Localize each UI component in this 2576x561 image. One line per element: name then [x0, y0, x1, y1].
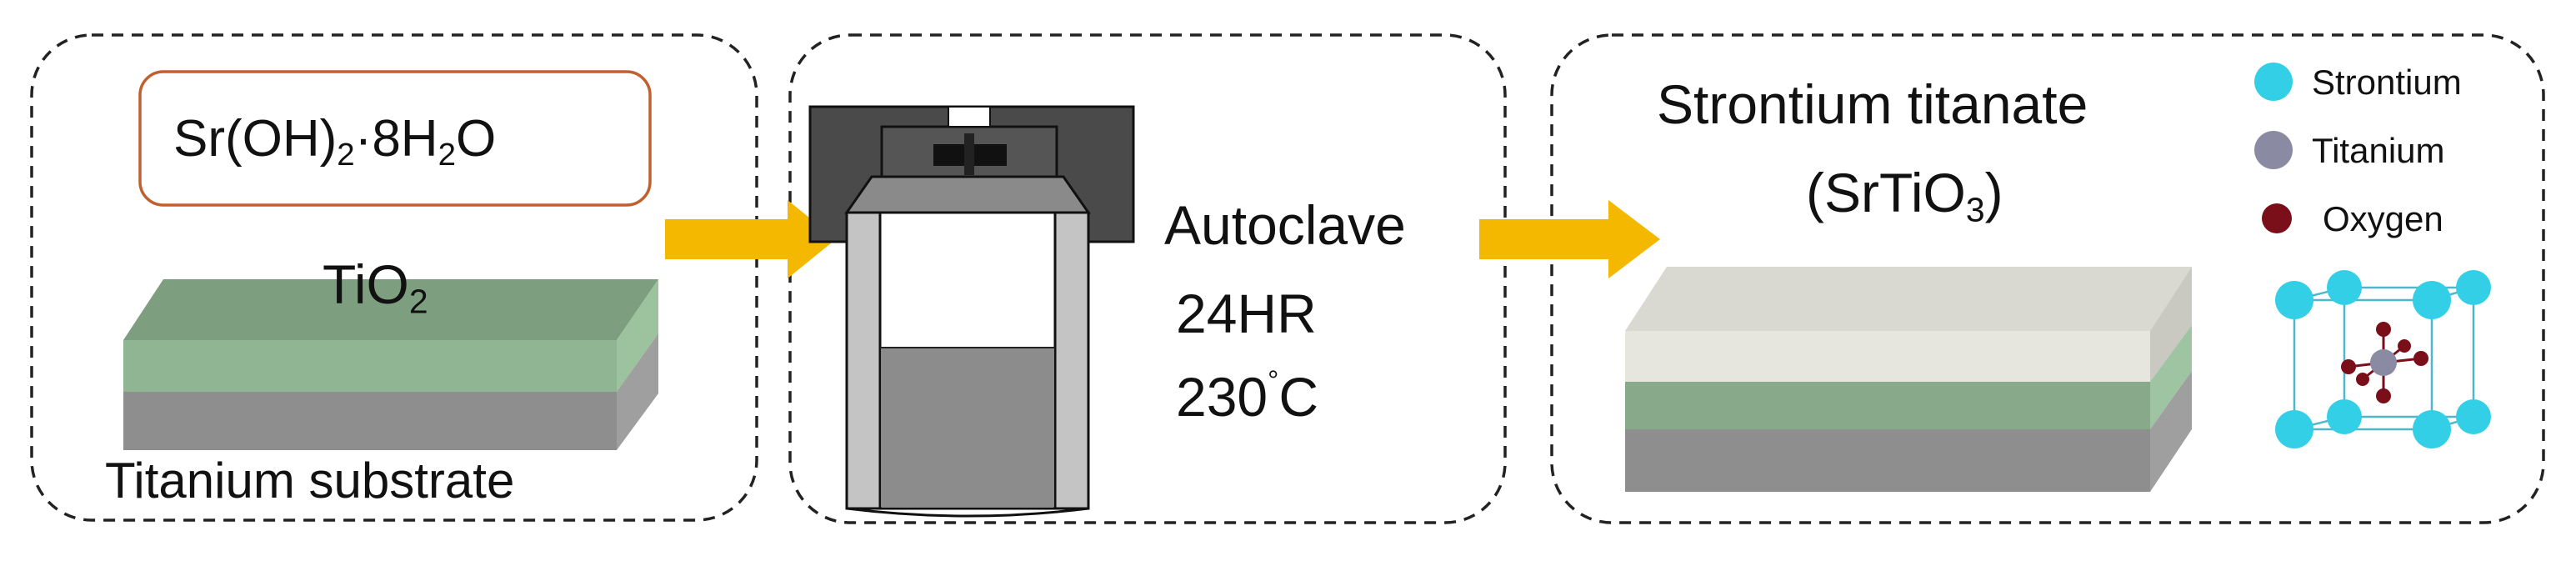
- arrow-2-icon: [1479, 200, 1660, 278]
- product-label: Strontium titanate: [1657, 73, 2088, 135]
- oxygen-legend-marker: [2262, 203, 2292, 233]
- legend-label-strontium: Strontium: [2312, 63, 2462, 102]
- autoclave-label: Autoclave: [1164, 194, 1406, 256]
- strontium-legend-marker: [2254, 63, 2293, 101]
- product-formula: (SrTiO3): [1806, 162, 2003, 229]
- temperature-label: 230°C: [1176, 364, 1318, 428]
- unit-cell-atoms: [2275, 270, 2491, 448]
- srtio3-layer-stack: [1625, 267, 2192, 492]
- legend-label-titanium: Titanium: [2312, 131, 2445, 170]
- tio2-on-titanium-stack: [123, 279, 658, 450]
- arrow-1-icon: [665, 200, 836, 278]
- legend-label-oxygen: Oxygen: [2323, 199, 2443, 238]
- panel-3-frame: [1550, 33, 2545, 524]
- autoclave-icon: [808, 105, 1135, 518]
- substrate-label: Titanium substrate: [105, 453, 515, 508]
- precursor-box: [138, 70, 652, 207]
- panel-1-frame: [30, 33, 758, 522]
- duration-label: 24HR: [1176, 283, 1317, 344]
- panel-2-frame: [788, 33, 1507, 524]
- titanium-legend-marker: [2254, 131, 2293, 169]
- tio2-label: TiO2: [323, 253, 428, 321]
- precursor-label: Sr(OH)2·8H2O: [173, 110, 497, 173]
